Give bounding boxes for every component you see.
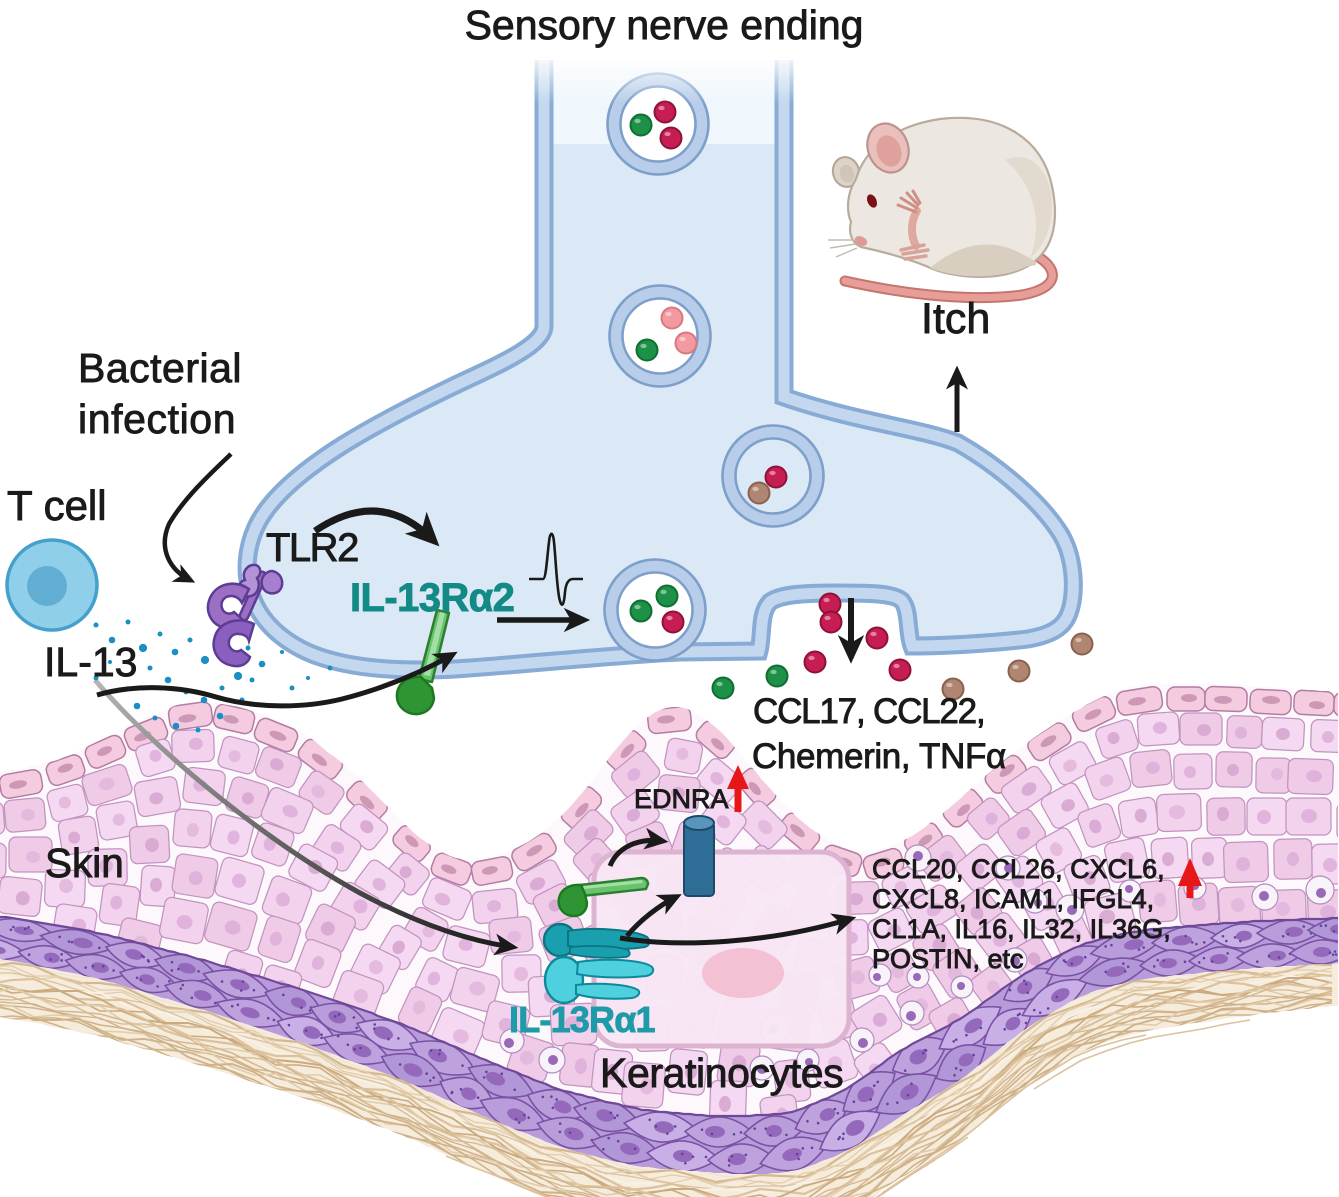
svg-text:IL-13Rα1: IL-13Rα1 — [509, 999, 656, 1040]
svg-text:POSTIN, etc: POSTIN, etc — [872, 944, 1024, 974]
svg-text:CCL20, CCL26, CXCL6,: CCL20, CCL26, CXCL6, — [872, 854, 1165, 884]
svg-text:Sensory nerve ending: Sensory nerve ending — [465, 2, 864, 48]
svg-text:IL-13Rα2: IL-13Rα2 — [350, 576, 514, 620]
svg-text:Bacterial: Bacterial — [78, 345, 242, 391]
svg-text:Skin: Skin — [45, 840, 124, 886]
svg-text:T cell: T cell — [7, 482, 107, 529]
svg-text:EDNRA: EDNRA — [634, 784, 729, 814]
svg-text:Chemerin, TNFα: Chemerin, TNFα — [752, 737, 1006, 776]
svg-text:CL1A, IL16, IL32, IL36G,: CL1A, IL16, IL32, IL36G, — [872, 914, 1171, 944]
svg-text:TLR2: TLR2 — [266, 526, 358, 570]
svg-text:IL-13: IL-13 — [44, 639, 137, 685]
svg-text:CCL17, CCL22,: CCL17, CCL22, — [753, 692, 984, 731]
svg-text:CXCL8, ICAM1, IFGL4,: CXCL8, ICAM1, IFGL4, — [872, 884, 1154, 914]
svg-text:Itch: Itch — [921, 295, 990, 343]
svg-text:Keratinocytes: Keratinocytes — [600, 1050, 843, 1096]
svg-text:infection: infection — [78, 396, 236, 442]
